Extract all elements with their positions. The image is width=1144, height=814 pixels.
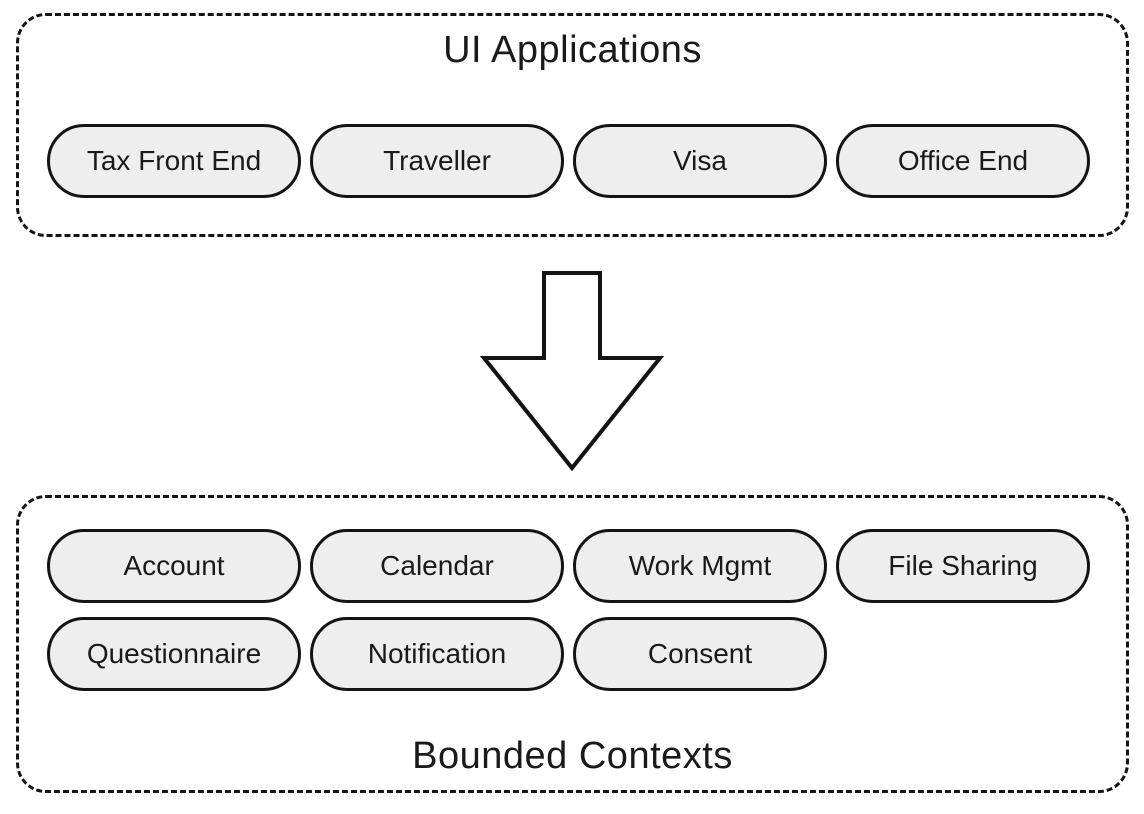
ui-applications-title: UI Applications bbox=[443, 29, 702, 71]
bounded-contexts-pill-row-1: Account Calendar Work Mgmt File Sharing bbox=[47, 529, 1090, 603]
node-questionnaire: Questionnaire bbox=[47, 617, 301, 691]
node-consent: Consent bbox=[573, 617, 827, 691]
node-tax-front-end: Tax Front End bbox=[47, 124, 301, 198]
bounded-contexts-pill-row-2: Questionnaire Notification Consent bbox=[47, 617, 827, 691]
bounded-contexts-group: Account Calendar Work Mgmt File Sharing … bbox=[16, 495, 1129, 793]
bounded-contexts-title: Bounded Contexts bbox=[412, 735, 733, 777]
node-work-mgmt: Work Mgmt bbox=[573, 529, 827, 603]
ui-applications-group: UI Applications Tax Front End Traveller … bbox=[16, 13, 1129, 237]
node-notification: Notification bbox=[310, 617, 564, 691]
node-office-end: Office End bbox=[836, 124, 1090, 198]
node-calendar: Calendar bbox=[310, 529, 564, 603]
ui-applications-pill-row: Tax Front End Traveller Visa Office End bbox=[47, 124, 1090, 198]
node-traveller: Traveller bbox=[310, 124, 564, 198]
node-file-sharing: File Sharing bbox=[836, 529, 1090, 603]
down-arrow-icon bbox=[479, 271, 665, 472]
node-account: Account bbox=[47, 529, 301, 603]
node-visa: Visa bbox=[573, 124, 827, 198]
